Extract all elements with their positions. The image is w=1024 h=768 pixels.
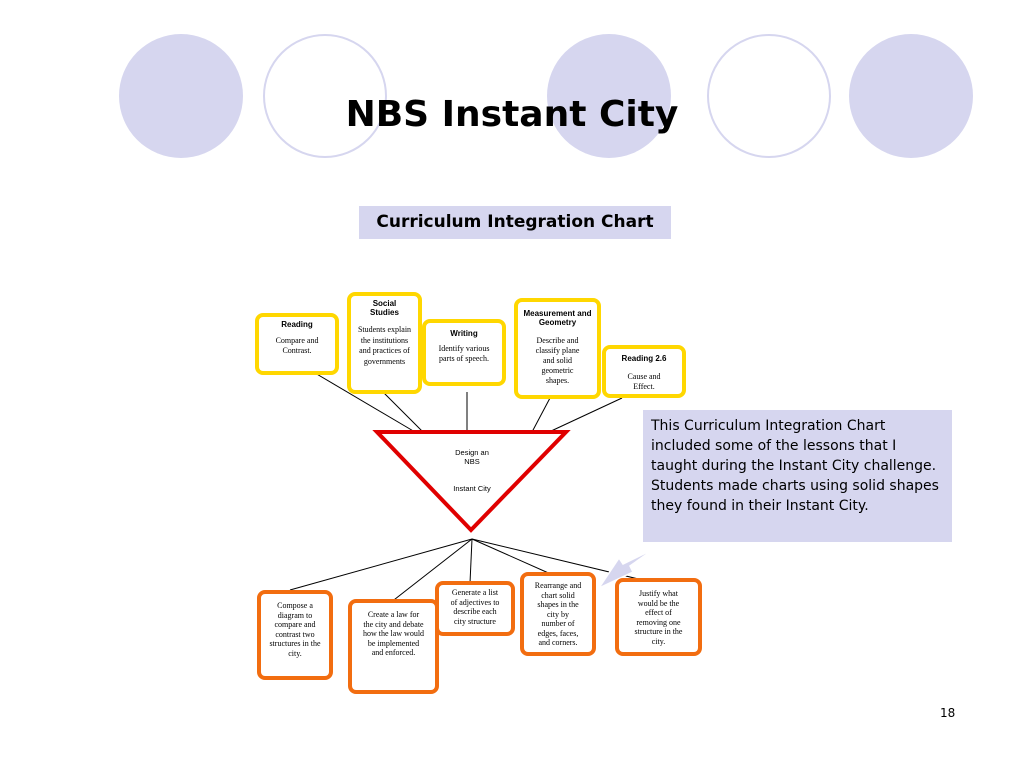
box-text: Cause and Effect.: [627, 372, 661, 391]
decorative-circle-2: [263, 34, 387, 158]
bottom-box-rearrange-shapes: Rearrange and chart solid shapes in the …: [520, 572, 596, 656]
box-text: Describe and classify plane and solid ge…: [535, 336, 580, 385]
callout-box: This Curriculum Integration Chart includ…: [643, 410, 952, 542]
top-box-reading-2-6: Reading 2.6 Cause and Effect.: [602, 345, 686, 398]
callout-arrow: [596, 548, 655, 590]
center-line-2: NBS: [464, 457, 480, 466]
center-line-1: Design an: [455, 448, 489, 457]
box-text: Rearrange and chart solid shapes in the …: [534, 581, 582, 647]
top-box-social-studies: Social Studies Students explain the inst…: [347, 292, 422, 394]
connector-line: [469, 538, 473, 584]
connector-line: [314, 372, 416, 433]
center-label-sub: Instant City: [453, 484, 491, 493]
decorative-circle-1: [119, 34, 243, 158]
center-triangle: [372, 430, 571, 533]
center-label: Design an NBS: [432, 448, 512, 466]
box-text: Identify various parts of speech.: [438, 344, 490, 363]
slide-title: NBS Instant City: [345, 94, 679, 135]
bottom-box-create-law: Create a law for the city and debate how…: [348, 599, 439, 694]
top-box-reading: Reading Compare and Contrast.: [255, 313, 339, 375]
bottom-box-compose-diagram: Compose a diagram to compare and contras…: [257, 590, 333, 680]
top-box-measurement-geometry: Measurement and Geometry Describe and cl…: [514, 298, 601, 399]
bottom-box-justify-effect: Justify what would be the effect of remo…: [615, 578, 702, 656]
page-number: 18: [940, 706, 956, 720]
box-text: Justify what would be the effect of remo…: [634, 589, 683, 646]
box-heading: Social Studies: [370, 299, 399, 317]
box-text: Students explain the institutions and pr…: [357, 325, 412, 366]
connector-line: [382, 391, 424, 433]
box-text: Compare and Contrast.: [275, 336, 319, 355]
connector-line: [531, 397, 551, 433]
connector-line: [548, 397, 623, 433]
slide-subtitle: Curriculum Integration Chart: [359, 206, 671, 239]
decorative-circle-3: [547, 34, 671, 158]
decorative-circle-4: [707, 34, 831, 158]
top-box-writing: Writing Identify various parts of speech…: [422, 319, 506, 386]
box-text: Create a law for the city and debate how…: [362, 610, 425, 657]
box-text: Compose a diagram to compare and contras…: [269, 601, 321, 658]
box-heading: Writing: [450, 329, 478, 338]
box-text: Generate a list of adjectives to describ…: [450, 588, 500, 626]
connector-line: [289, 538, 473, 591]
bottom-box-adjectives: Generate a list of adjectives to describ…: [435, 581, 515, 636]
connector-line: [389, 538, 473, 604]
box-heading: Measurement and Geometry: [523, 309, 592, 327]
decorative-circle-5: [849, 34, 973, 158]
connector-line: [471, 538, 554, 576]
box-heading: Reading: [281, 320, 313, 329]
box-heading: Reading 2.6: [621, 354, 667, 363]
